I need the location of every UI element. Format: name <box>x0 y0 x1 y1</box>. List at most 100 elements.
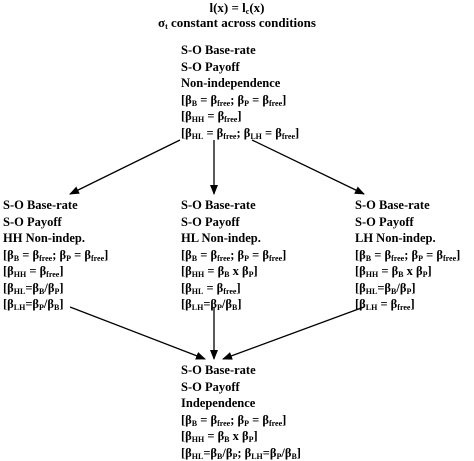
text-segment: = β <box>26 264 46 278</box>
node-line: [βHL = βfree; βLH = βfree] <box>181 125 299 142</box>
text-segment: ] <box>59 297 63 311</box>
subscript: LH <box>366 303 378 312</box>
subscript: HH <box>192 115 204 124</box>
subscript: LH <box>192 303 204 312</box>
text-segment: S-O Base-rate <box>181 363 256 377</box>
text-segment: ] <box>254 264 258 278</box>
arrow-right-to-bottom <box>223 307 364 359</box>
text-segment: ] <box>282 248 286 262</box>
text-segment: ] <box>237 297 241 311</box>
text-segment: ; β <box>230 248 244 262</box>
text-segment: S-O Base-rate <box>181 198 256 212</box>
node-line: S-O Payoff <box>181 59 299 76</box>
text-segment: ] <box>411 281 415 295</box>
node-line: [βHL=βB/βP] <box>355 280 460 297</box>
text-segment: ; β <box>52 248 66 262</box>
subscript: HL <box>192 452 204 461</box>
node-line: [βB = βfree; βP = βfree] <box>181 412 301 429</box>
subscript: LH <box>14 303 26 312</box>
text-segment: S-O Payoff <box>181 215 240 229</box>
text-segment: /β <box>44 297 54 311</box>
node-line: [βHH = βB x βP] <box>181 428 301 445</box>
text-segment: ] <box>428 264 432 278</box>
text-segment: =β <box>263 446 277 460</box>
text-segment: [β <box>181 413 192 427</box>
subscript: HH <box>192 435 204 444</box>
node-line: [βLH=βP/βB] <box>3 296 108 313</box>
text-segment: LH Non-indep. <box>355 231 436 245</box>
node-line: HL Non-indep. <box>181 230 286 247</box>
text-segment: ; β <box>230 413 244 427</box>
text-segment: = β <box>19 248 39 262</box>
subscript: free <box>39 254 52 263</box>
subscript: HL <box>192 132 204 141</box>
text-segment: [β <box>181 126 192 140</box>
text-segment: S-O Payoff <box>181 380 240 394</box>
text-segment: x β <box>230 264 249 278</box>
text-segment: [β <box>181 248 192 262</box>
subscript: HL <box>14 287 26 296</box>
text-segment: = β <box>204 429 224 443</box>
text-segment: [β <box>3 297 14 311</box>
text-segment: =β <box>203 297 217 311</box>
subscript: free <box>391 254 404 263</box>
text-segment: Independence <box>181 396 255 410</box>
text-segment: =β <box>203 446 217 460</box>
text-segment: = β <box>371 248 391 262</box>
text-segment: [β <box>355 297 366 311</box>
arrow-left-to-bottom <box>70 307 205 359</box>
text-segment: ] <box>59 264 63 278</box>
text-segment: x β <box>230 429 249 443</box>
text-segment: = β <box>249 93 269 107</box>
text-segment: = β <box>204 264 224 278</box>
node-line: [βHL=βB/βP] <box>3 280 108 297</box>
text-segment: ; β <box>230 93 244 107</box>
text-segment: S-O Base-rate <box>181 43 256 57</box>
text-segment: ] <box>456 248 460 262</box>
subscript: free <box>217 99 230 108</box>
subscript: LH <box>250 132 262 141</box>
node-line: [βHH = βB x βP] <box>355 263 460 280</box>
text-segment: /β <box>222 297 232 311</box>
text-segment: = β <box>197 248 217 262</box>
text-segment: = β <box>203 126 223 140</box>
text-segment: =β <box>25 281 39 295</box>
subscript: free <box>91 254 104 263</box>
arrow-top-to-left <box>70 140 180 194</box>
text-segment: =β <box>25 297 39 311</box>
node-line: [βHH = βfree] <box>3 263 108 280</box>
text-segment: = β <box>249 248 269 262</box>
text-segment: [β <box>181 109 192 123</box>
node-line: [βHH = βB x βP] <box>181 263 286 280</box>
subscript: HL <box>192 287 204 296</box>
node-line: S-O Payoff <box>355 214 460 231</box>
subscript: free <box>269 254 282 263</box>
text-segment: = β <box>197 413 217 427</box>
text-segment: ] <box>237 109 241 123</box>
text-segment: S-O Base-rate <box>355 198 430 212</box>
text-segment: [β <box>181 93 192 107</box>
node-line: Non-independence <box>181 75 299 92</box>
node-line: HH Non-indep. <box>3 230 108 247</box>
node-line: [βHL = βfree] <box>181 280 286 297</box>
text-segment: = β <box>203 281 223 295</box>
text-segment: [β <box>181 297 192 311</box>
node-line: [βB = βfree; βP = βfree] <box>181 92 299 109</box>
text-segment: S-O Payoff <box>181 60 240 74</box>
subscript: free <box>223 287 236 296</box>
subscript: free <box>223 132 236 141</box>
text-segment: = β <box>378 264 398 278</box>
node-line: [βLH = βfree] <box>355 296 460 313</box>
node-line: [βHL=βB/βP; βLH=βP/βB] <box>181 445 301 461</box>
node-line: S-O Base-rate <box>3 197 108 214</box>
text-segment: [β <box>3 264 14 278</box>
subscript: LH <box>251 452 263 461</box>
subscript: HL <box>366 287 378 296</box>
node-line: [βB = βfree; βP = βfree] <box>355 247 460 264</box>
node-line: S-O Payoff <box>3 214 108 231</box>
subscript: free <box>269 99 282 108</box>
